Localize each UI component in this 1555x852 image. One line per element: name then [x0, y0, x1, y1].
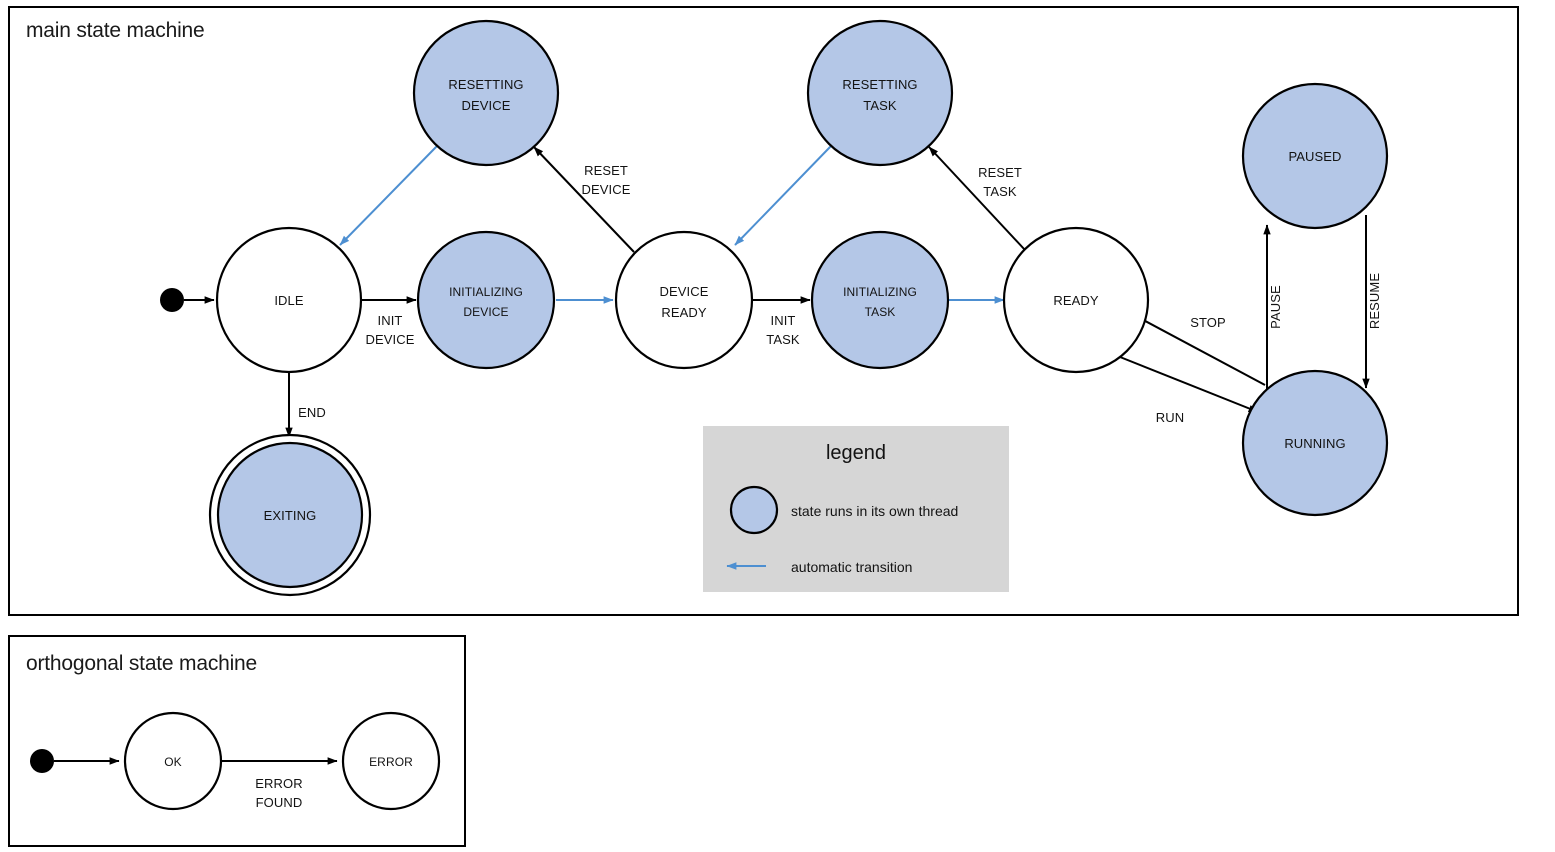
state-resetting-task-label-line2: TASK: [863, 98, 897, 113]
legend-thread-state-text: state runs in its own thread: [791, 503, 958, 519]
state-initializing-device[interactable]: INITIALIZING DEVICE: [416, 230, 556, 370]
edge-label-init-device-line1: INIT: [378, 313, 403, 328]
state-ok-shape: [123, 711, 223, 811]
edge-label-reset-task-line1: RESET: [978, 165, 1022, 180]
legend-title: legend: [826, 442, 886, 464]
legend-thread-state-swatch: [729, 485, 779, 535]
state-resetting-device-shape: [412, 19, 560, 167]
state-resetting-task-shape: [806, 19, 954, 167]
edge-label-run: RUN: [1156, 410, 1184, 425]
edge-label-stop: STOP: [1190, 315, 1226, 330]
state-initializing-task-shape: [810, 230, 950, 370]
orthogonal-frame-title: orthogonal state machine: [26, 652, 257, 675]
state-initializing-task-label-line1: INITIALIZING: [843, 285, 917, 299]
state-resetting-device-label-line2: DEVICE: [461, 98, 510, 113]
state-resetting-task-label-line1: RESETTING: [842, 77, 917, 92]
state-resetting-device-label-line1: RESETTING: [448, 77, 523, 92]
state-ready[interactable]: READY: [1002, 226, 1150, 374]
state-paused[interactable]: PAUSED: [1241, 82, 1389, 230]
state-running-label: RUNNING: [1284, 436, 1345, 451]
state-initializing-task-label-line2: TASK: [865, 305, 896, 319]
state-idle[interactable]: IDLE: [215, 226, 363, 374]
state-resetting-task[interactable]: RESETTING TASK: [806, 19, 954, 167]
state-ok[interactable]: OK: [123, 711, 223, 811]
edge-label-init-task-line1: INIT: [771, 313, 796, 328]
state-device-ready-shape: [614, 230, 754, 370]
state-error[interactable]: ERROR: [341, 711, 441, 811]
state-ready-label: READY: [1053, 293, 1099, 308]
state-running-shape: [1241, 369, 1389, 517]
edge-label-pause: PAUSE: [1268, 285, 1283, 329]
state-idle-label: IDLE: [274, 293, 304, 308]
state-initializing-device-label-line1: INITIALIZING: [449, 285, 523, 299]
state-running[interactable]: RUNNING: [1241, 369, 1389, 517]
state-error-label: ERROR: [369, 755, 413, 769]
initial-pseudostate-orthogonal: [30, 749, 54, 773]
legend-auto-transition-text: automatic transition: [791, 559, 912, 575]
edge-label-error-found-line2: FOUND: [256, 795, 303, 810]
edge-label-error-found-line1: ERROR: [255, 776, 302, 791]
edge-ready-to-resetting-task: [928, 146, 1026, 251]
state-error-shape: [341, 711, 441, 811]
state-paused-label: PAUSED: [1288, 149, 1341, 164]
state-exiting-label: EXITING: [264, 508, 317, 523]
state-ready-shape: [1002, 226, 1150, 374]
edge-ready-to-running: [1119, 356, 1259, 413]
state-resetting-device[interactable]: RESETTING DEVICE: [412, 19, 560, 167]
edge-label-reset-device-line1: RESET: [584, 163, 628, 178]
edge-device-ready-to-resetting-device: [533, 146, 635, 253]
initial-pseudostate-main: [160, 288, 184, 312]
state-ok-label: OK: [164, 755, 182, 769]
state-device-ready[interactable]: DEVICE READY: [614, 230, 754, 370]
state-device-ready-label-line1: DEVICE: [659, 284, 708, 299]
edge-resetting-device-to-idle: [339, 145, 438, 246]
legend: legend state runs in its own thread auto…: [703, 426, 1009, 592]
edge-resetting-task-to-device-ready: [734, 145, 832, 246]
state-exiting-shape: [216, 441, 364, 589]
edge-running-to-ready: [1133, 314, 1266, 386]
edge-label-reset-task-line2: TASK: [983, 184, 1017, 199]
state-paused-shape: [1241, 82, 1389, 230]
edge-label-init-task-line2: TASK: [766, 332, 800, 347]
edge-label-reset-device-line2: DEVICE: [581, 182, 630, 197]
state-initializing-device-shape: [416, 230, 556, 370]
main-frame-title: main state machine: [26, 19, 205, 42]
state-device-ready-label-line2: READY: [661, 305, 707, 320]
state-exiting[interactable]: EXITING: [208, 433, 372, 597]
edge-label-resume: RESUME: [1367, 273, 1382, 329]
state-initializing-task[interactable]: INITIALIZING TASK: [810, 230, 950, 370]
state-initializing-device-label-line2: DEVICE: [463, 305, 508, 319]
state-idle-shape: [215, 226, 363, 374]
edge-label-end: END: [298, 405, 326, 420]
edge-label-init-device-line2: DEVICE: [365, 332, 414, 347]
